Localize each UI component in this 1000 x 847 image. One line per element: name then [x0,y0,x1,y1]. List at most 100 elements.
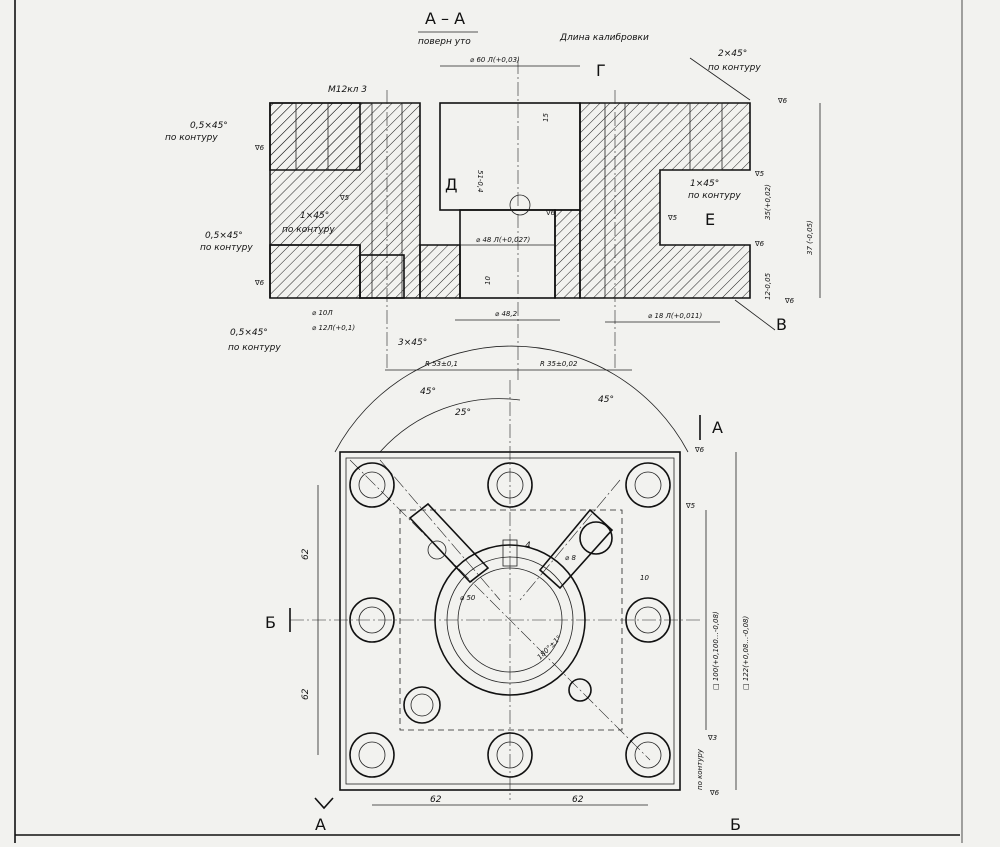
key-slot [502,539,518,567]
callout-chamfer-left-3: 0,5×45° [230,328,268,338]
dim-d50: ⌀ 50 [460,594,476,602]
dim-d60: ⌀ 60 Л(+0,03) [470,56,520,64]
dim-d18: ⌀ 18 Л(+0,011) [648,312,702,320]
port-right-hole [579,521,613,555]
callout-contour-right: по контуру [688,191,741,201]
letter-d: Д [445,175,458,194]
note-contour: по контуру [696,748,704,790]
callout-contour-left-2: по контуру [200,243,253,253]
dim-10: 10 [640,574,649,582]
callout-chamfer-left-2: 0,5×45° [205,231,243,241]
dim-d48-2: ⌀ 48,2 [495,310,518,318]
finish-3: ∇5 [339,194,350,202]
dim-h15: 15 [542,113,550,122]
callout-chamfer-left-1: 0,5×45° [190,121,228,131]
dim-d12: ⌀ 12Л(+0,1) [312,324,355,332]
bolt-hole-tl [349,462,395,508]
callout-contour-mid: по контуру [282,225,335,235]
dim-d48: ⌀ 48 Л(+0,027) [476,236,530,244]
right-bolt-bore [689,102,723,171]
callout-contour-top-right: по контуру [708,63,761,73]
angle-45-right: 45° [598,395,614,405]
section-subtitle: поверн уто [418,37,471,47]
section-title: А – А [425,9,465,28]
dim-100: □ 100(+0,100…-0,08) [712,611,720,690]
dim-h37: 37 (-0,05) [806,220,814,255]
finish-7: ∇6 [545,209,556,217]
dim-122: □ 122(+0,08…-0,08) [742,616,750,690]
dim-h51: 51-0,4 [476,170,484,193]
plan-finish-b: ∇5 [685,502,696,510]
cross-hole [509,194,531,216]
section-a-label: А [712,418,723,437]
dim-h10: 10 [484,276,492,285]
section-a-label-bottom: А [315,815,326,834]
angle-arc-inner [379,398,521,453]
finish-4: ∇5 [754,170,765,178]
dowel-hole-inner [410,693,434,717]
diagonal-centerline-3 [519,479,621,601]
plan-finish-d: ∇6 [709,789,720,797]
central-boss-inner [457,567,563,673]
leader-v [734,299,776,331]
lower-bore [459,209,556,299]
callout-chamfer-top-right: 2×45° [718,49,747,59]
callout-thread: М12кл 3 [328,85,367,95]
angle-180: 180°±1° [536,634,563,661]
dim-h12: 12-0,05 [764,272,772,300]
finish-9: ∇6 [784,297,795,305]
dim-r35: R 35±0,02 [540,360,578,368]
diagonal-centerline-2 [379,459,501,601]
inner-right-wall [554,209,581,299]
bolt-hole-tc [487,462,533,508]
letter-g: Г [596,61,606,80]
bolt-hole-mr [625,597,671,643]
dim-62-left-bottom: 62 [301,688,311,700]
finish-8: ∇5 [667,214,678,222]
dim-62-left-top: 62 [301,548,311,560]
dim-62-bottom-left: 62 [430,795,442,805]
section-body-right [579,102,751,299]
leader-top-right [689,57,751,101]
section-view: А – А поверн уто Длина калибровки ⌀ 60 Л… [165,9,821,380]
callout-chamfer-bottom: 3×45° [398,338,427,348]
bolt-hole-ml [349,597,395,643]
dim-d8: ⌀ 8 [565,554,576,562]
port-left-hole [427,540,447,560]
finish-6: ∇6 [254,279,265,287]
section-b-label-right: Б [730,815,741,834]
dim-4: 4 [525,541,531,551]
small-hole [568,678,592,702]
letter-v: В [776,315,787,334]
plan-finish-a: ∇6 [694,446,705,454]
angle-25: 25° [455,408,471,418]
counterbore [359,254,405,299]
bolt-hole-tr [625,462,671,508]
diagonal-centerline-1 [349,459,651,761]
letter-e: Е [705,210,715,229]
port-left [408,502,490,584]
bolt-hole-br [625,732,671,778]
bolt-hole-bc [487,732,533,778]
central-bore [439,102,581,211]
callout-chamfer-mid: 1×45° [300,211,329,221]
finish-5: ∇6 [754,240,765,248]
dowel-hole-outer [403,686,441,724]
section-b-label-left: Б [265,613,276,632]
bolt-hole-bl [349,732,395,778]
section-a-arrow-bottom [314,797,334,810]
plan-view: 45° 25° 45° [265,345,750,834]
dim-62-bottom-right: 62 [572,795,584,805]
finish-1: ∇6 [777,97,788,105]
callout-contour-left-1: по контуру [165,133,218,143]
port-right [538,508,614,590]
dim-r53: R 53±0,1 [425,360,458,368]
central-boss-outer [434,544,586,696]
central-boss-mid [446,556,574,684]
angle-arc-outer [334,345,689,453]
angle-45-left: 45° [420,387,436,397]
left-flange-top [269,102,361,171]
inner-left-wall [419,244,461,299]
